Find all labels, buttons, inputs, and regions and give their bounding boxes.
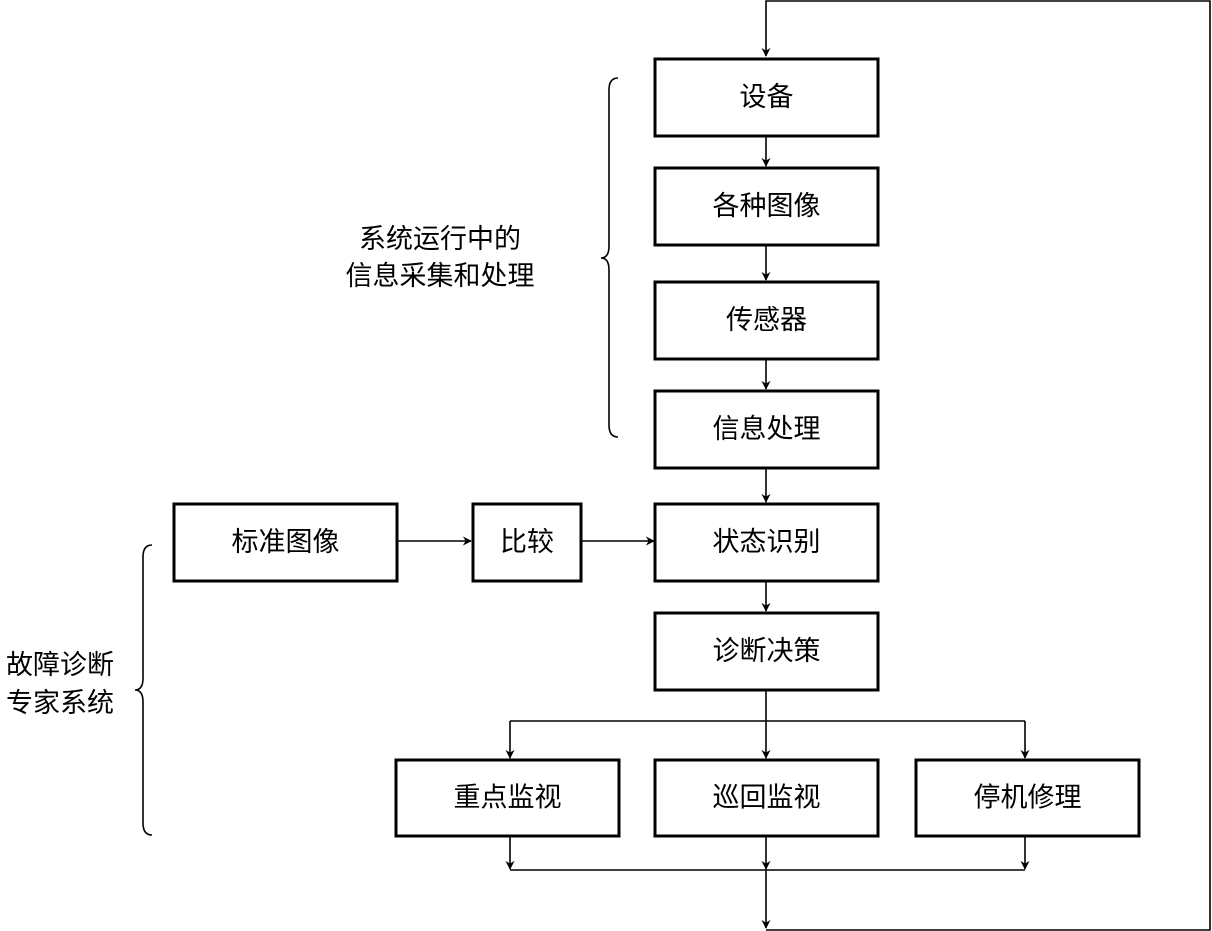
node-shutdown-repair-label: 停机修理 xyxy=(974,783,1082,814)
node-info-processing-label: 信息处理 xyxy=(713,414,821,445)
node-state-recognition-label: 状态识别 xyxy=(713,527,821,558)
node-images: 各种图像 xyxy=(653,166,880,247)
node-key-monitoring: 重点监视 xyxy=(394,758,621,838)
expert-system-brace xyxy=(134,544,153,836)
node-compare: 比较 xyxy=(471,502,583,583)
expert-system-label-line2: 专家系统 xyxy=(6,688,114,719)
feedback-loop-line xyxy=(761,0,1211,931)
node-info-processing: 信息处理 xyxy=(653,389,880,470)
node-standard-image: 标准图像 xyxy=(172,502,399,583)
node-equipment: 设备 xyxy=(653,57,880,138)
info-collection-label-line2: 信息采集和处理 xyxy=(346,261,535,292)
node-compare-label: 比较 xyxy=(500,527,554,558)
info-collection-label-line1: 系统运行中的 xyxy=(359,224,521,255)
node-sensor-label: 传感器 xyxy=(726,305,807,336)
node-sensor: 传感器 xyxy=(653,280,880,361)
node-standard-image-label: 标准图像 xyxy=(232,527,340,558)
node-patrol-monitoring: 巡回监视 xyxy=(653,758,880,838)
expert-system-label-line1: 故障诊断 xyxy=(6,650,114,681)
node-key-monitoring-label: 重点监视 xyxy=(454,783,562,814)
info-collection-brace xyxy=(600,77,619,438)
node-images-label: 各种图像 xyxy=(713,191,821,222)
node-patrol-monitoring-label: 巡回监视 xyxy=(713,783,821,814)
node-shutdown-repair: 停机修理 xyxy=(914,758,1141,838)
node-diagnosis-decision-label: 诊断决策 xyxy=(713,636,821,667)
node-equipment-label: 设备 xyxy=(740,82,794,113)
node-state-recognition: 状态识别 xyxy=(653,502,880,583)
node-diagnosis-decision: 诊断决策 xyxy=(653,611,880,692)
